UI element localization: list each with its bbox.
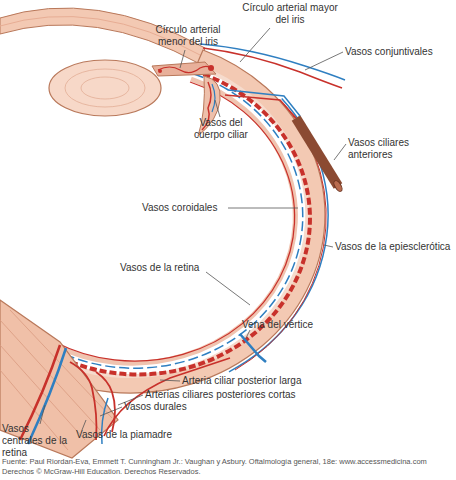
- part-label: Arterias ciliares posteriores cortas: [145, 389, 365, 401]
- lens: [65, 69, 145, 107]
- iris: [152, 62, 216, 76]
- optic-nerve: [28, 348, 66, 444]
- part-label: Vasos de la piamadre: [76, 429, 216, 441]
- vortex-vein: [240, 334, 266, 362]
- anterior-ciliary-vessel: [332, 179, 343, 192]
- leader-line: [334, 144, 346, 160]
- leader-line: [215, 100, 220, 117]
- credit-line: Derechos © McGraw-Hill Education. Derech…: [2, 467, 452, 476]
- source-caption: Fuente: Paul Riordan-Eva, Emmett T. Cunn…: [2, 457, 427, 466]
- sclera: [38, 50, 325, 393]
- leader-line: [40, 28, 346, 430]
- part-label: Vasos del cuerpo ciliar: [188, 117, 254, 141]
- part-label: Vasos de la epiesclerótica: [335, 241, 455, 253]
- anterior-ciliary-vessel: [225, 90, 344, 193]
- part-label: Arteria ciliar posterior larga: [182, 375, 372, 387]
- leader-line: [180, 50, 185, 68]
- anterior-ciliary-vessel: [296, 118, 338, 186]
- leader-line: [40, 405, 45, 424]
- part-label: Vasos centrales de la retina: [2, 423, 72, 459]
- leader-line: [240, 28, 270, 62]
- lens: [49, 60, 161, 116]
- part-label: Vasos conjuntivales: [345, 46, 455, 58]
- lens: [81, 77, 129, 99]
- leader-line: [324, 245, 333, 247]
- leader-line: [305, 52, 343, 70]
- leader-line: [246, 330, 250, 338]
- part-label: Vasos coroidales: [142, 202, 232, 214]
- iris: [158, 66, 213, 72]
- leader-line: [160, 380, 180, 381]
- part-label: Círculo arterial mayor del iris: [238, 2, 342, 26]
- leader-line: [228, 208, 298, 209]
- leader-line: [100, 407, 122, 416]
- sclera: [38, 50, 325, 393]
- iris: [208, 65, 214, 71]
- anterior-ciliary-vessel: [228, 90, 300, 116]
- lens: [49, 60, 161, 116]
- leader-line: [206, 272, 250, 305]
- part-label: Círculo arterial menor del iris: [140, 24, 236, 48]
- ciliary-body: [212, 84, 215, 112]
- vortex-vein: [240, 334, 266, 362]
- leader-line: [82, 420, 86, 430]
- part-label: Vasos ciliares anteriores: [348, 137, 454, 161]
- part-label: Vasos durales: [124, 401, 244, 413]
- part-label: Vena del vértice: [242, 319, 352, 331]
- posterior-ciliary-arteries: [70, 362, 97, 440]
- part-label: Vasos de la retina: [120, 262, 220, 274]
- iris: [152, 62, 216, 76]
- iris: [158, 69, 162, 73]
